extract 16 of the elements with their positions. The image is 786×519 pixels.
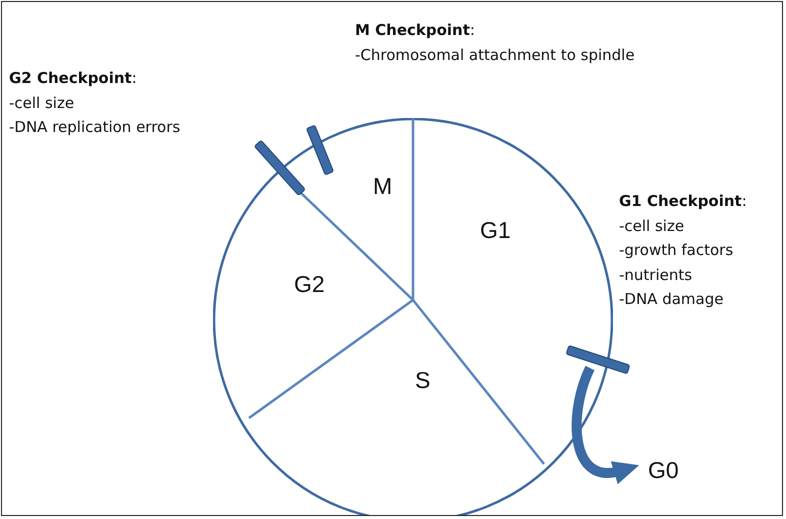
checkpoint-item: -nutrients — [619, 264, 694, 286]
checkpoint-item: -DNA replication errors — [9, 117, 180, 138]
phase-label: G0 — [648, 456, 679, 484]
checkpoint-item: -cell size — [619, 216, 686, 236]
phase-label: M — [373, 172, 392, 200]
checkpoint-item: -growth factors — [619, 240, 734, 261]
phase-label: G2 — [294, 270, 325, 298]
checkpoint-heading: G2 Checkpoint: — [9, 68, 138, 89]
checkpoint-heading: M Checkpoint: — [355, 20, 476, 41]
checkpoint-heading: G1 Checkpoint: — [619, 191, 747, 212]
curved-arrow — [572, 366, 640, 484]
checkpoint-item: -DNA damage — [619, 289, 724, 310]
phase-label: G1 — [480, 216, 511, 244]
checkpoint-item: -cell size — [9, 92, 76, 114]
phase-label: S — [415, 366, 430, 394]
checkpoint-item: -Chromosomal attachment to spindle — [355, 44, 635, 66]
